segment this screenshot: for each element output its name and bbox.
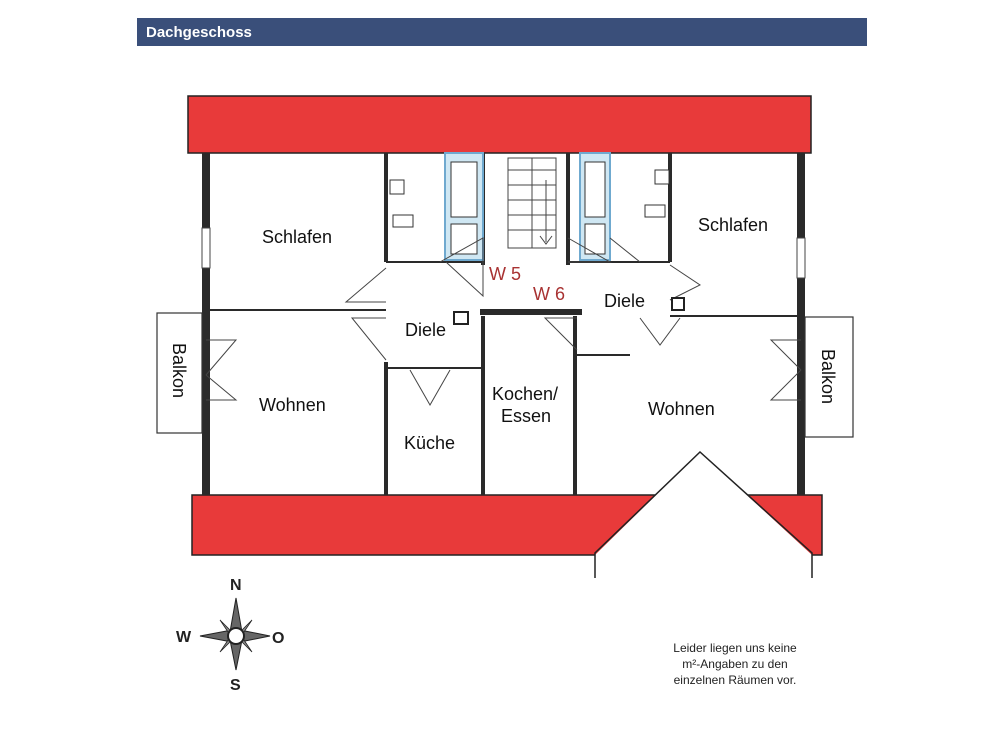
room-label-kochen: Kochen/ [492, 384, 558, 404]
door-swings [205, 237, 802, 407]
header-bar: Dachgeschoss [137, 18, 867, 46]
windows [201, 227, 806, 279]
room-label-schlafen-east: Schlafen [698, 215, 768, 235]
balkon-label-west: Balkon [169, 343, 189, 398]
roof-south [191, 450, 823, 578]
chimneys [453, 297, 685, 325]
bathroom-fixtures [389, 152, 670, 261]
compass-east: O [272, 630, 284, 647]
room-label-diele-east: Diele [604, 291, 645, 311]
area-note-line-2: m²-Angaben zu den [682, 657, 788, 671]
unit-label-w5: W 5 [489, 264, 521, 284]
page-title: Dachgeschoss [146, 24, 252, 41]
room-label-kueche: Küche [404, 433, 455, 453]
room-label-diele-west: Diele [405, 320, 446, 340]
compass-south: S [230, 677, 241, 694]
interior-walls [206, 153, 801, 495]
roof-north [187, 95, 812, 154]
unit-label-w6: W 6 [533, 284, 565, 304]
compass-rose [199, 597, 271, 671]
compass-north: N [230, 577, 242, 594]
balkon-label-east: Balkon [818, 349, 838, 404]
balconies [156, 312, 854, 438]
area-note: Leider liegen uns keine m²-Angaben zu de… [640, 640, 830, 688]
staircase [507, 157, 557, 249]
room-label-wohnen-west: Wohnen [259, 395, 326, 415]
area-note-line-3: einzelnen Räumen vor. [673, 673, 797, 687]
compass-west: W [176, 629, 192, 646]
outer-walls [202, 153, 805, 495]
room-label-essen: Essen [501, 406, 551, 426]
room-label-schlafen-west: Schlafen [262, 227, 332, 247]
room-label-wohnen-east: Wohnen [648, 399, 715, 419]
area-note-line-1: Leider liegen uns keine [673, 641, 797, 655]
